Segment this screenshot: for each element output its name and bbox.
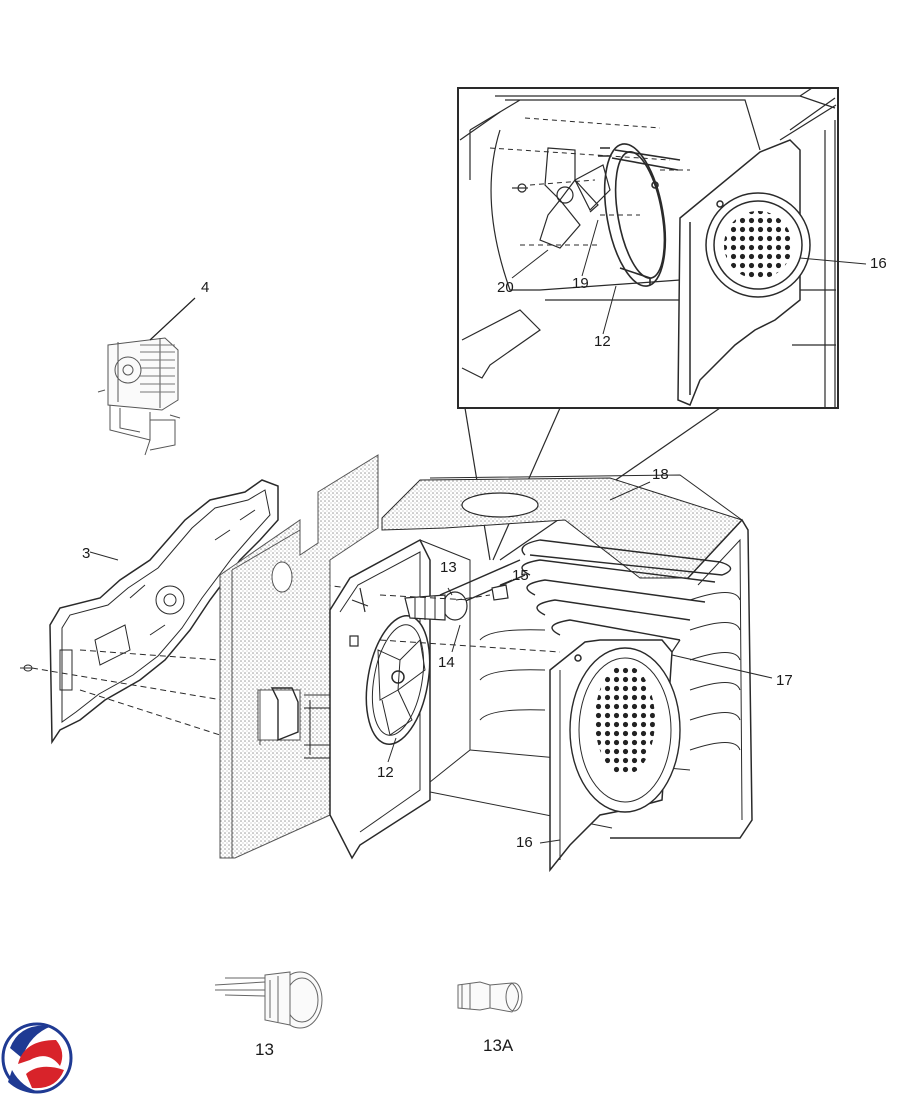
inset-callout-12: 12 [594,333,611,350]
inset-heating-element [598,143,681,287]
inset-fan-cover [677,139,811,406]
callout-16: 16 [516,834,533,851]
oven-cavity [329,474,753,873]
brand-logo [1,1022,73,1094]
callout-3: 3 [82,545,91,562]
rear-plate [20,479,279,745]
bulb-part-13a [457,981,523,1013]
insulation-panel [219,454,379,859]
callout-4: 4 [201,279,210,296]
callout-15: 15 [512,567,529,584]
callout-17: 17 [776,672,793,689]
lamp-part-13 [214,971,323,1029]
callout-14: 14 [438,654,455,671]
callout-12: 12 [377,764,394,781]
callout-13: 13 [440,559,457,576]
part-label-13a: 13A [483,1036,514,1055]
callout-18: 18 [652,466,669,483]
main-fan [365,615,431,745]
leader-lines [387,481,773,844]
inset-detail [457,87,867,409]
assembly-dashes-main [379,594,561,653]
inset-fan [512,147,611,249]
main-fan-cover [549,639,681,873]
inset-callout-19: 19 [572,275,589,292]
part-label-13: 13 [255,1040,274,1059]
inset-callout-16: 16 [870,255,887,272]
fan-motor [97,297,196,456]
inset-callout-20: 20 [497,279,514,296]
